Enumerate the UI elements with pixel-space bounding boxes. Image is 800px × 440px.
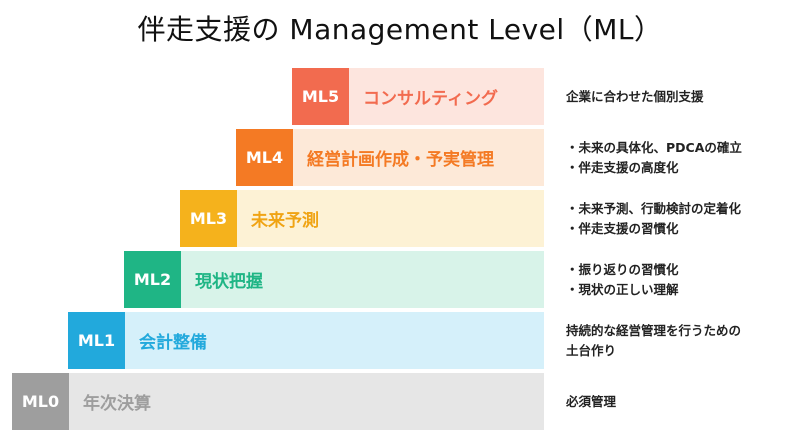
level-ml1-step: ML1 会計整備 — [68, 312, 544, 369]
level-description-ml4: ・未来の具体化、PDCAの確立 ・伴走支援の高度化 — [566, 129, 796, 186]
level-ml4-step: ML4 経営計画作成・予実管理 — [236, 129, 544, 186]
level-ml0-step: ML0 年次決算 — [12, 373, 544, 430]
level-ml3-step: ML3 未来予測 — [180, 190, 544, 247]
level-description-line: 必須管理 — [566, 393, 617, 409]
level-description-line: ・未来の具体化、PDCAの確立 — [566, 139, 742, 155]
level-code-ml2: ML2 — [124, 251, 181, 308]
level-description-line: 持続的な経営管理を行うための — [566, 322, 742, 338]
level-description-ml1: 持続的な経営管理を行うための 土台作り — [566, 312, 796, 369]
level-description-line: 企業に合わせた個別支援 — [566, 88, 704, 104]
level-description-ml3: ・未来予測、行動検討の定着化 ・伴走支援の習慣化 — [566, 190, 796, 247]
level-label-ml2: 現状把握 — [181, 251, 544, 308]
level-label-ml5: コンサルティング — [349, 68, 544, 125]
level-label-ml1: 会計整備 — [125, 312, 544, 369]
level-ml5-step: ML5 コンサルティング — [292, 68, 544, 125]
level-code-ml3: ML3 — [180, 190, 237, 247]
level-description-ml2: ・振り返りの習慣化 ・現状の正しい理解 — [566, 251, 796, 308]
level-code-ml1: ML1 — [68, 312, 125, 369]
level-code-ml5: ML5 — [292, 68, 349, 125]
level-code-ml0: ML0 — [12, 373, 69, 430]
level-description-ml0: 必須管理 — [566, 373, 796, 430]
diagram-title: 伴走支援の Management Level（ML） — [137, 13, 663, 46]
level-code-ml4: ML4 — [236, 129, 293, 186]
level-ml2-step: ML2 現状把握 — [124, 251, 544, 308]
level-description-line: ・未来予測、行動検討の定着化 — [566, 200, 742, 216]
level-description-line: ・現状の正しい理解 — [566, 281, 679, 297]
level-description-line: 土台作り — [566, 342, 617, 358]
level-label-ml4: 経営計画作成・予実管理 — [293, 129, 544, 186]
level-description-line: ・伴走支援の高度化 — [566, 159, 679, 175]
level-description-line: ・振り返りの習慣化 — [566, 261, 679, 277]
level-description-line: ・伴走支援の習慣化 — [566, 220, 679, 236]
level-label-ml0: 年次決算 — [69, 373, 544, 430]
level-description-ml5: 企業に合わせた個別支援 — [566, 68, 796, 125]
level-label-ml3: 未来予測 — [237, 190, 544, 247]
